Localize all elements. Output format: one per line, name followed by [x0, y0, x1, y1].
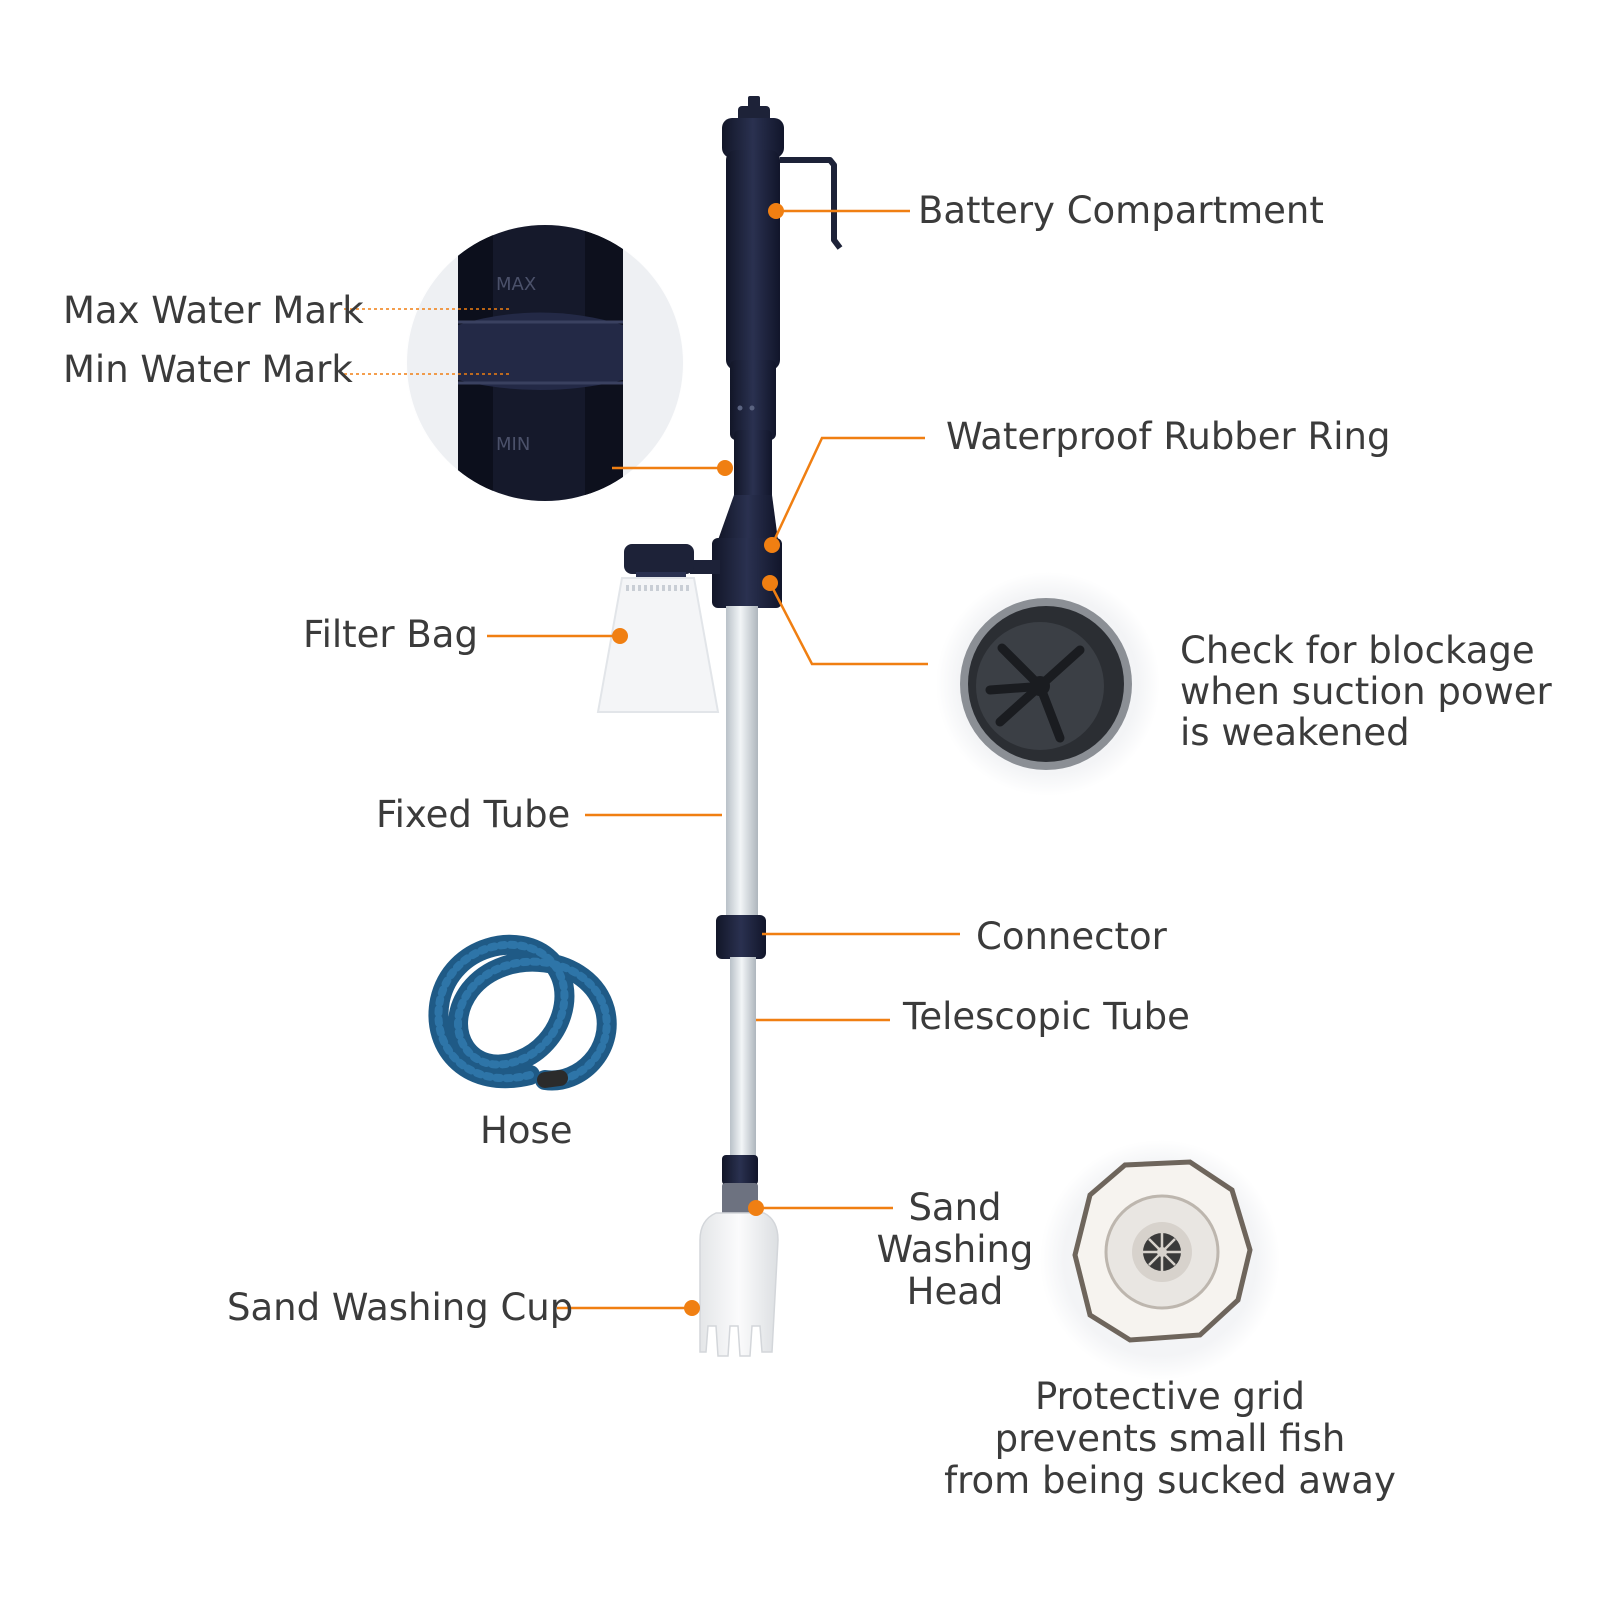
label-telescopic-tube: Telescopic Tube — [903, 995, 1190, 1038]
callout-lines — [344, 209, 960, 1310]
label-sand-head-line-1: Sand — [908, 1186, 1002, 1229]
label-waterproof-rubber-ring: Waterproof Rubber Ring — [946, 415, 1391, 458]
label-grid-line-2: prevents small fish — [994, 1417, 1346, 1460]
label-fixed-tube: Fixed Tube — [376, 793, 571, 836]
label-grid-line-3: from being sucked away — [944, 1459, 1396, 1502]
hose-illustration — [428, 934, 617, 1091]
label-sand-washing-cup: Sand Washing Cup — [227, 1286, 574, 1329]
water-mark-inset: MAX MIN — [405, 223, 685, 503]
blockage-inset — [936, 572, 1160, 796]
grid-inset — [1040, 1140, 1280, 1380]
label-filter-bag: Filter Bag — [303, 613, 478, 656]
label-blockage-line-1: Check for blockage — [1180, 629, 1535, 672]
label-sand-head-line-2: Washing — [876, 1228, 1034, 1271]
label-connector: Connector — [976, 915, 1167, 958]
label-blockage-line-2: when suction power — [1180, 670, 1552, 713]
label-blockage-line-3: is weakened — [1180, 711, 1410, 754]
label-hose: Hose — [480, 1109, 573, 1152]
callout-dots — [612, 203, 784, 1316]
max-engraving: MAX — [496, 274, 536, 295]
label-max-water-mark: Max Water Mark — [63, 289, 364, 332]
label-battery-compartment: Battery Compartment — [918, 189, 1324, 232]
label-grid-line-1: Protective grid — [1035, 1375, 1305, 1418]
min-engraving: MIN — [496, 434, 530, 455]
label-min-water-mark: Min Water Mark — [63, 348, 353, 391]
label-sand-head-line-3: Head — [906, 1270, 1004, 1313]
